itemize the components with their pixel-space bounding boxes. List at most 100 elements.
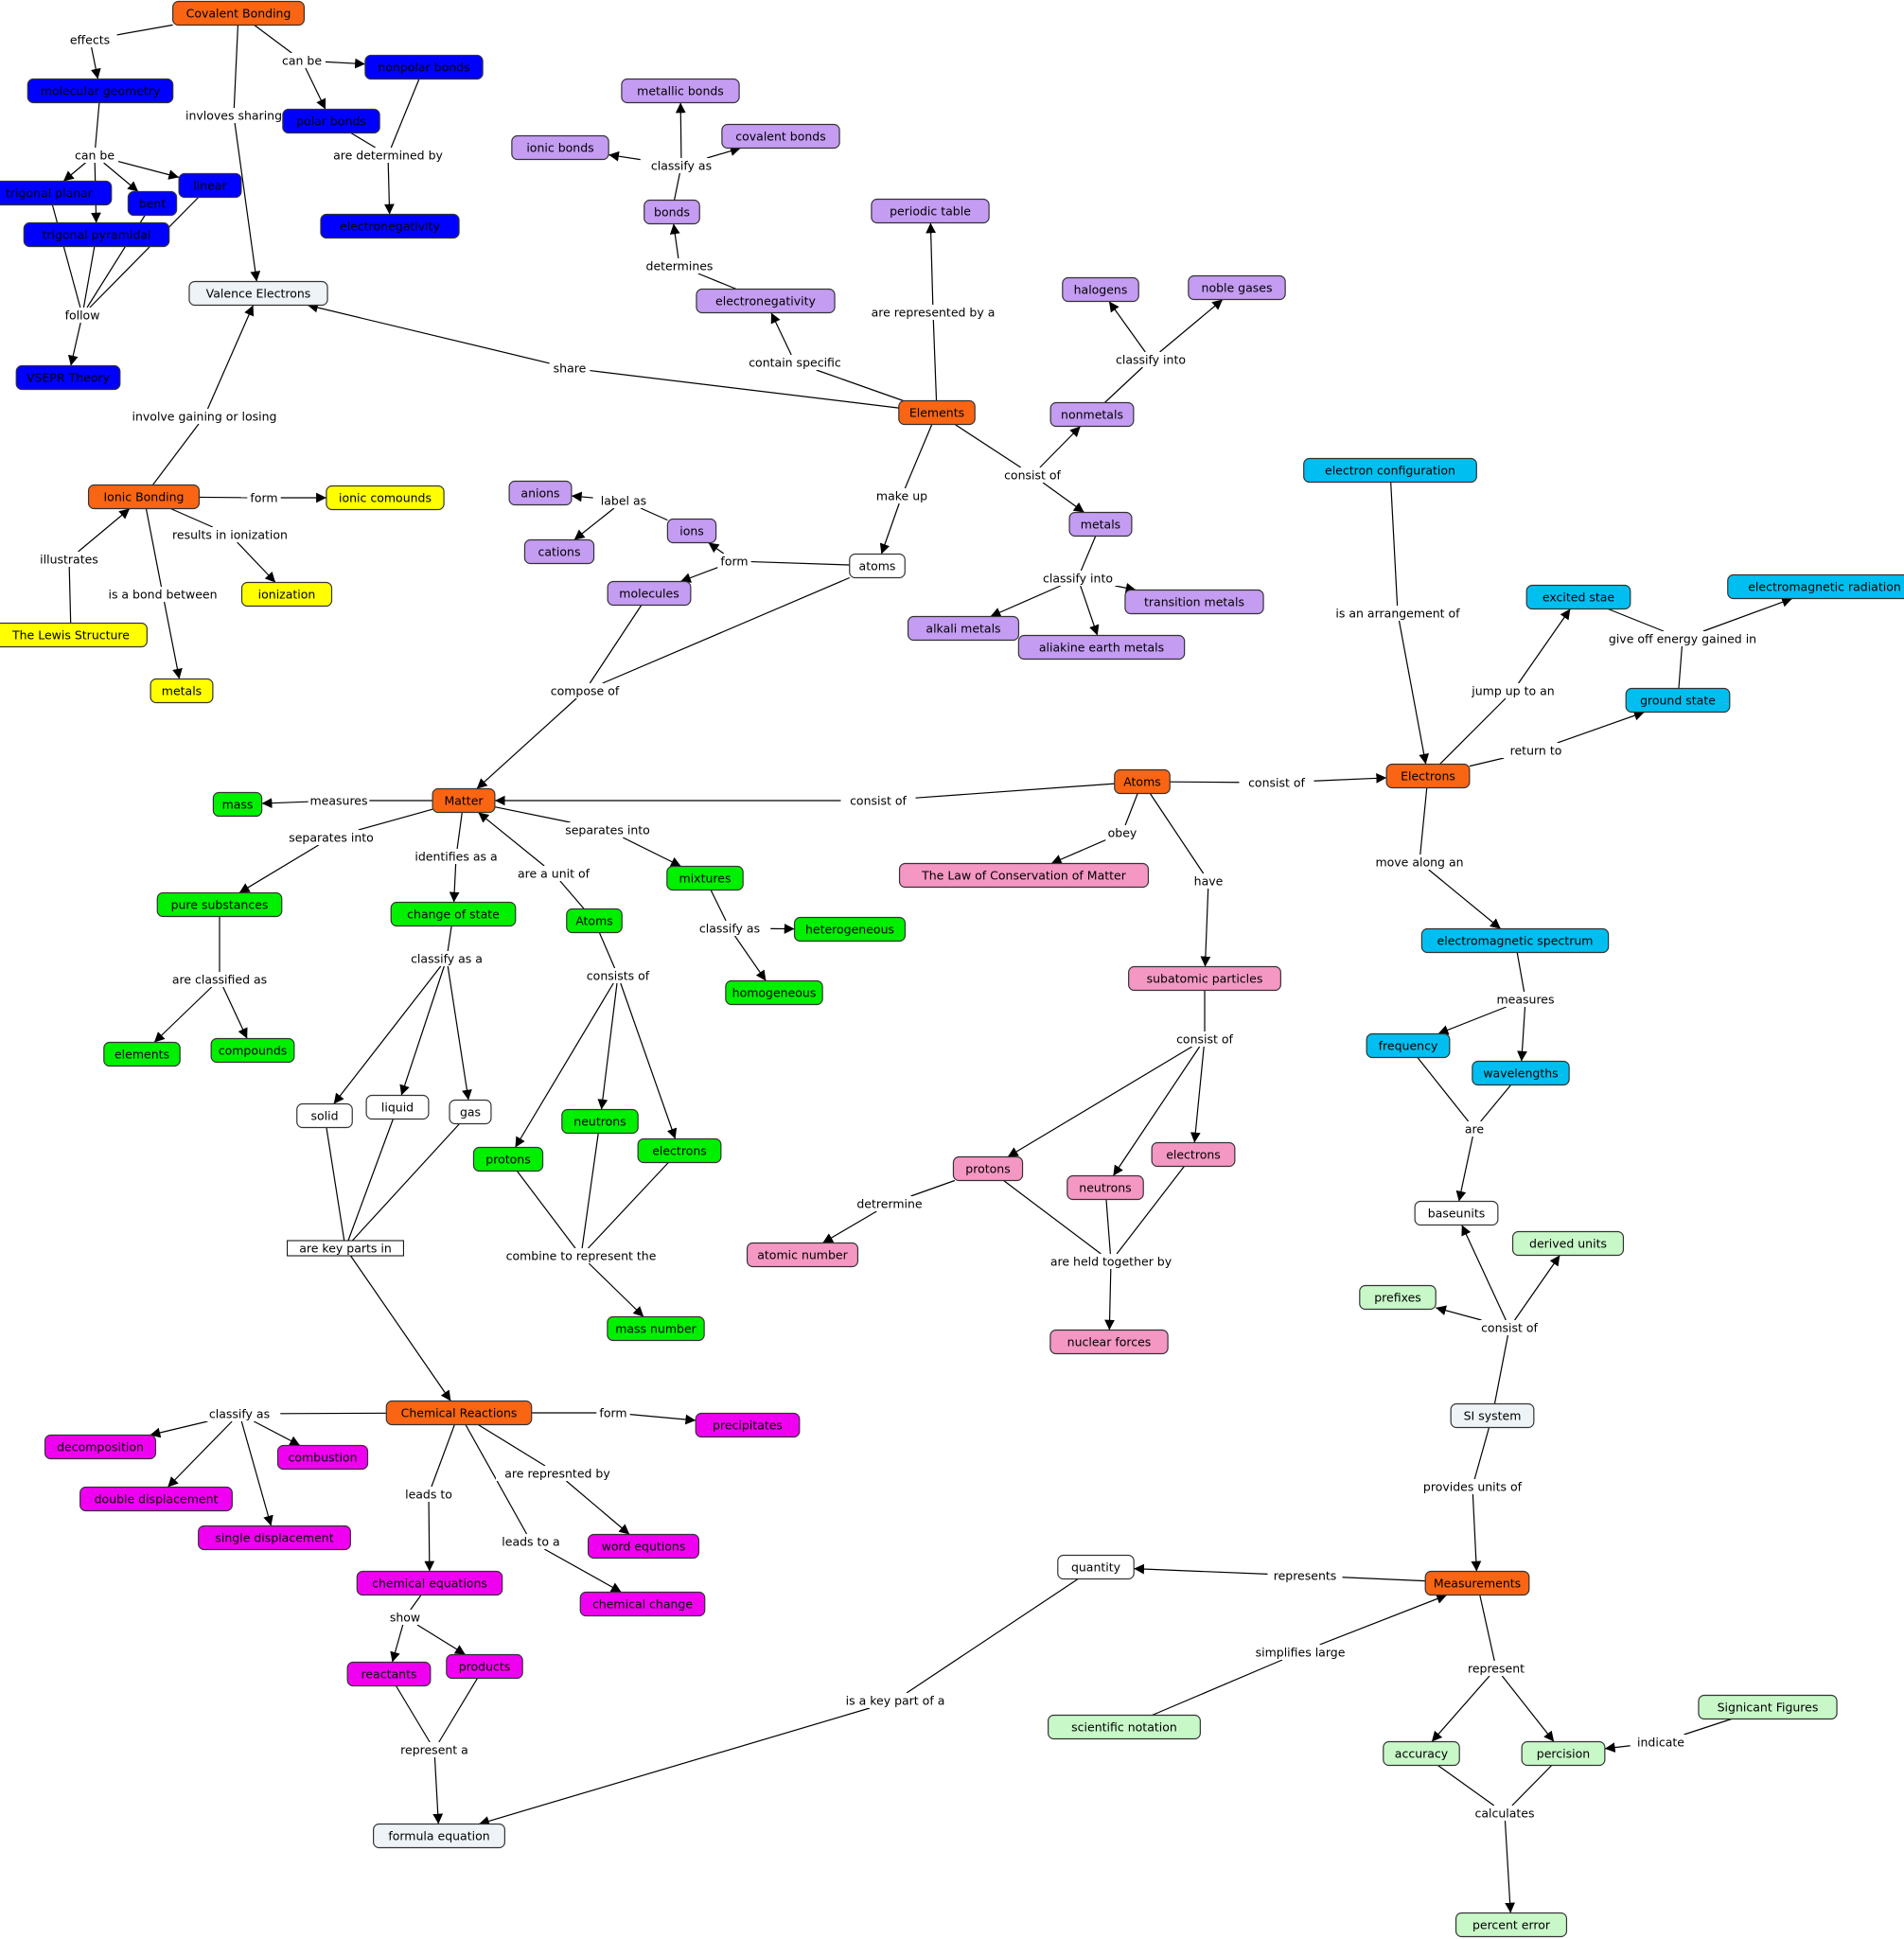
concept-node-metals_p[interactable]: metals: [1068, 511, 1133, 538]
concept-node-nonpolar[interactable]: nonpolar bonds: [364, 54, 484, 80]
concept-node-protons_p[interactable]: protons: [952, 1155, 1024, 1182]
concept-node-atoms_w[interactable]: atoms: [849, 553, 906, 579]
concept-node-changestate[interactable]: change of state: [390, 901, 517, 927]
concept-node-ionicb[interactable]: Ionic Bonding: [87, 484, 201, 510]
connector-line: [1007, 1046, 1192, 1158]
concept-node-si[interactable]: SI system: [1450, 1402, 1535, 1429]
concept-node-mixtures[interactable]: mixtures: [666, 865, 744, 891]
concept-node-covbonds[interactable]: covalent bonds: [721, 123, 840, 150]
concept-node-cov[interactable]: Covalent Bonding: [172, 0, 306, 26]
concept-node-decomp[interactable]: decomposition: [44, 1434, 157, 1460]
concept-node-electrons_p[interactable]: electrons: [1151, 1141, 1236, 1168]
concept-node-chemrx[interactable]: Chemical Reactions: [385, 1400, 533, 1426]
concept-node-lewis[interactable]: The Lewis Structure: [0, 622, 148, 648]
concept-node-reactants[interactable]: reactants: [346, 1661, 432, 1687]
concept-node-scinot[interactable]: scientific notation: [1048, 1714, 1201, 1740]
concept-node-pure[interactable]: pure substances: [156, 891, 283, 918]
concept-node-doubledisp[interactable]: double displacement: [79, 1486, 233, 1512]
concept-node-electrons_o[interactable]: Electrons: [1385, 763, 1471, 789]
concept-node-linear[interactable]: linear: [178, 172, 242, 199]
concept-node-bent[interactable]: bent: [127, 190, 178, 217]
concept-node-chemchange[interactable]: chemical change: [579, 1591, 706, 1617]
concept-node-alkearth[interactable]: aliakine earth metals: [1017, 634, 1186, 661]
concept-node-excited[interactable]: excited stae: [1525, 584, 1631, 610]
concept-node-massnum[interactable]: mass number: [607, 1315, 705, 1342]
concept-node-halogens[interactable]: halogens: [1062, 276, 1139, 303]
concept-node-matter[interactable]: Matter: [432, 787, 496, 814]
link-label-jump: jump up to an: [1465, 683, 1561, 698]
concept-node-elements_g[interactable]: elements: [103, 1041, 181, 1067]
concept-node-atomicnum[interactable]: atomic number: [746, 1242, 859, 1268]
concept-node-hetero[interactable]: heterogeneous: [793, 916, 907, 943]
concept-node-ground[interactable]: ground state: [1625, 687, 1731, 714]
concept-node-ioniccomp[interactable]: ionic comounds: [326, 485, 445, 511]
concept-node-ions[interactable]: ions: [666, 518, 717, 544]
concept-node-electrons_g[interactable]: electrons: [637, 1137, 722, 1164]
concept-node-subatomic[interactable]: subatomic particles: [1128, 965, 1281, 992]
concept-node-precip[interactable]: precipitates: [695, 1412, 801, 1438]
concept-node-baseunits[interactable]: baseunits: [1414, 1200, 1499, 1226]
concept-node-atoms_o[interactable]: Atoms: [1114, 768, 1171, 795]
concept-node-metals_y[interactable]: metals: [150, 678, 214, 704]
concept-node-sigfig[interactable]: Signicant Figures: [1698, 1694, 1838, 1720]
concept-node-quantity[interactable]: quantity: [1057, 1554, 1135, 1580]
concept-node-transition[interactable]: transition metals: [1124, 589, 1264, 615]
concept-node-atoms_g[interactable]: Atoms: [566, 908, 623, 934]
concept-node-prefixes[interactable]: prefixes: [1359, 1284, 1437, 1311]
concept-node-metallic[interactable]: metallic bonds: [621, 78, 740, 104]
concept-node-trigpyr[interactable]: trigonal pyramidal: [23, 221, 170, 248]
concept-node-econfig[interactable]: electron configuration: [1303, 457, 1477, 484]
concept-node-solid[interactable]: solid: [296, 1102, 353, 1129]
concept-node-gas[interactable]: gas: [449, 1099, 492, 1125]
concept-node-frequency[interactable]: frequency: [1366, 1032, 1451, 1059]
concept-node-ionization[interactable]: ionization: [240, 581, 333, 608]
concept-node-products[interactable]: products: [446, 1653, 523, 1680]
concept-node-molgeo[interactable]: molecular geometry: [26, 78, 174, 104]
concept-node-accuracy[interactable]: accuracy: [1383, 1740, 1460, 1767]
concept-node-box: [695, 1412, 801, 1438]
concept-node-elements[interactable]: Elements: [898, 399, 976, 426]
concept-node-label: halogens: [1074, 283, 1128, 297]
concept-node-electroneg_b[interactable]: electronegativity: [320, 213, 460, 239]
concept-node-percision[interactable]: percision: [1521, 1740, 1606, 1767]
concept-node-perr[interactable]: percent error: [1454, 1912, 1568, 1938]
concept-node-nuclear[interactable]: nuclear forces: [1049, 1329, 1169, 1355]
concept-node-polar[interactable]: polar bonds: [282, 108, 380, 134]
concept-node-liquid[interactable]: liquid: [365, 1094, 430, 1120]
connector-line: [1455, 1136, 1473, 1202]
concept-node-neutrons_p[interactable]: neutrons: [1067, 1174, 1144, 1201]
concept-node-neutrons_g[interactable]: neutrons: [561, 1108, 639, 1135]
concept-node-singledisp[interactable]: single displacement: [198, 1525, 351, 1551]
concept-node-mass[interactable]: mass: [212, 791, 263, 818]
concept-node-electroneg_p[interactable]: electronegativity: [696, 288, 836, 314]
concept-node-protons_g[interactable]: protons: [472, 1146, 544, 1172]
concept-node-compounds[interactable]: compounds: [210, 1037, 295, 1064]
connector-line: [598, 932, 616, 969]
concept-node-wavelengths[interactable]: wavelengths: [1472, 1060, 1570, 1086]
concept-node-alkali[interactable]: alkali metals: [907, 615, 1020, 642]
concept-node-vsepr[interactable]: VSEPR Theory: [15, 364, 121, 391]
concept-node-trigplanar[interactable]: trigonal planar: [0, 180, 113, 206]
concept-node-measure[interactable]: Measurements: [1424, 1570, 1530, 1596]
concept-node-noble[interactable]: noble gases: [1188, 274, 1286, 301]
concept-node-ptable[interactable]: periodic table: [871, 198, 990, 224]
connector-line: [89, 197, 200, 308]
concept-node-box: [666, 518, 717, 544]
concept-node-derived[interactable]: derived units: [1511, 1230, 1625, 1257]
concept-node-formula[interactable]: formula equation: [373, 1823, 506, 1849]
concept-node-ionicbonds[interactable]: ionic bonds: [511, 134, 609, 161]
concept-node-nonmetals[interactable]: nonmetals: [1049, 401, 1135, 428]
concept-node-emrad[interactable]: electromagnetic radiation: [1727, 573, 1904, 600]
concept-node-anions[interactable]: anions: [508, 480, 573, 506]
concept-node-emspec[interactable]: electromagnetic spectrum: [1420, 927, 1610, 954]
concept-node-homo[interactable]: homogeneous: [725, 979, 823, 1006]
concept-node-wordeq[interactable]: word equtions: [587, 1533, 700, 1560]
concept-node-chemeq[interactable]: chemical equations: [356, 1570, 503, 1596]
concept-node-molecules[interactable]: molecules: [607, 580, 692, 607]
concept-node-bonds[interactable]: bonds: [643, 199, 700, 225]
concept-node-valence[interactable]: Valence Electrons: [188, 280, 328, 307]
concept-node-combust[interactable]: combustion: [276, 1444, 369, 1471]
concept-node-box: [1017, 634, 1186, 661]
concept-node-cations[interactable]: cations: [523, 538, 595, 565]
concept-node-lcm[interactable]: The Law of Conservation of Matter: [898, 862, 1150, 889]
